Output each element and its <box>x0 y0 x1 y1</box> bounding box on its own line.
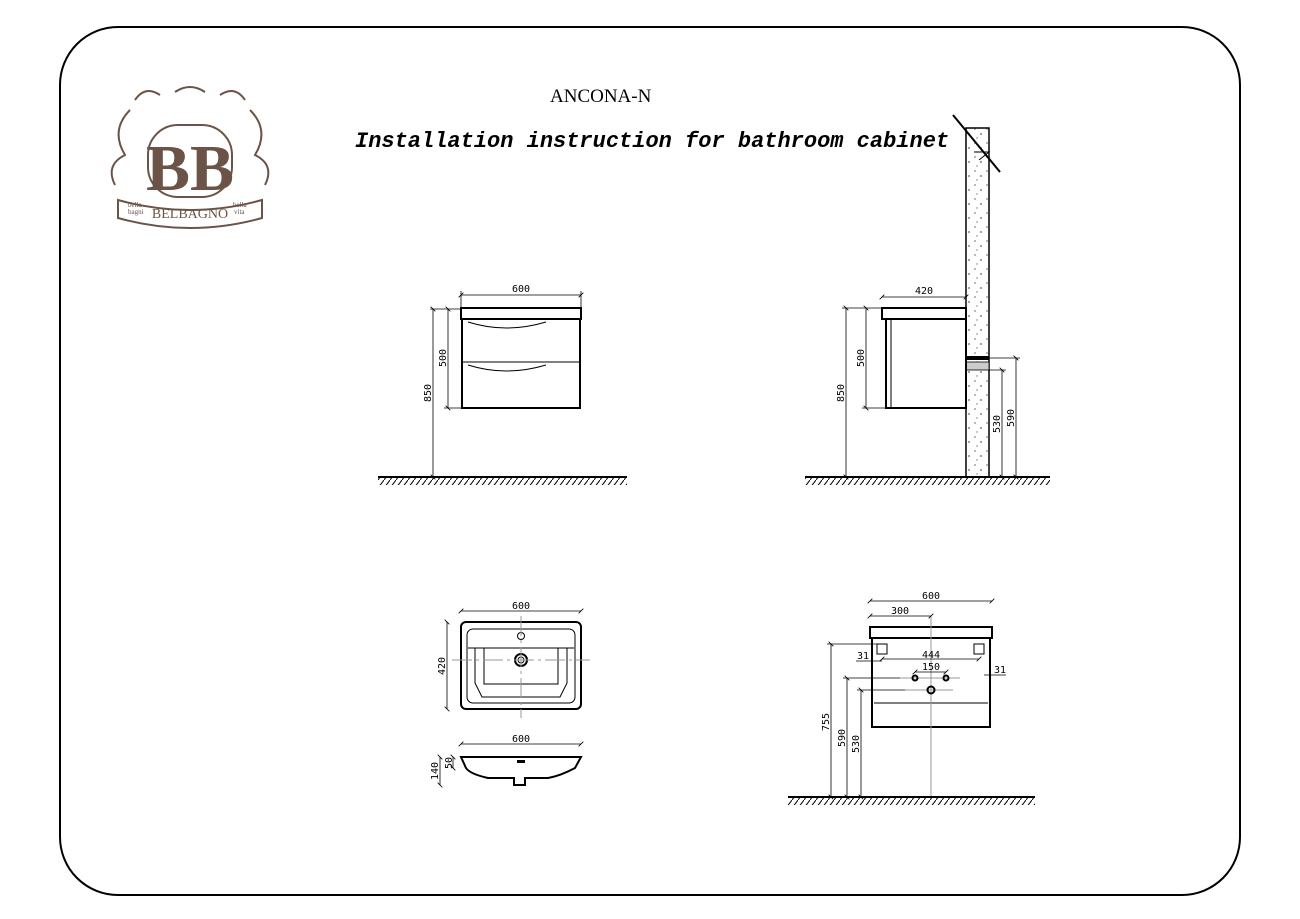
dimension-label: 530 <box>992 415 1003 433</box>
dimension-label: 500 <box>856 349 867 367</box>
dimension-label: 150 <box>922 662 940 673</box>
dimension-label: 590 <box>837 729 848 747</box>
dimension-label: 590 <box>1006 409 1017 427</box>
dimension-label: BELBAGNO <box>152 207 228 222</box>
dimension-label: 850 <box>423 384 434 402</box>
dimension-label: 140 <box>430 762 441 780</box>
dimension-label: bella <box>233 201 247 209</box>
dimension-label: 50 <box>444 757 455 769</box>
basin-section: 600 140 50 <box>430 734 581 785</box>
subtitle: Installation instruction for bathroom ca… <box>355 129 949 154</box>
dimension-label: 500 <box>438 349 449 367</box>
basin-top-view: 600 420 <box>437 601 590 718</box>
dimension-label: 300 <box>891 606 909 617</box>
dimension-label: 31 <box>857 651 869 662</box>
front-view: 600 500 850 <box>378 284 627 485</box>
dimension-label: 600 <box>512 734 530 745</box>
dimension-label: 420 <box>915 286 933 297</box>
back-view: 600 300 444 150 31 31 755 590 530 <box>788 591 1035 805</box>
dimension-label: bagni <box>128 208 144 216</box>
dimension-label: 850 <box>836 384 847 402</box>
page-border <box>59 26 1241 896</box>
dimension-label: 31 <box>994 665 1006 676</box>
side-view: 420 500 850 530 590 <box>805 114 1050 485</box>
dimension-label: bella <box>128 201 142 209</box>
dimension-label: 600 <box>922 591 940 602</box>
dimension-label: vita <box>234 208 245 216</box>
dimension-label: 444 <box>922 650 940 661</box>
dimension-label: 755 <box>821 713 832 731</box>
belbagno-logo: BB BELBAGNO bella bagni bella vita <box>110 86 270 229</box>
dimension-label: 600 <box>512 601 530 612</box>
dimension-label: 600 <box>512 284 530 295</box>
model-title: ANCONA-N <box>550 86 652 107</box>
dimension-label: 530 <box>851 735 862 753</box>
dimension-label: 420 <box>437 657 448 675</box>
dimension-label: BB <box>146 132 234 205</box>
